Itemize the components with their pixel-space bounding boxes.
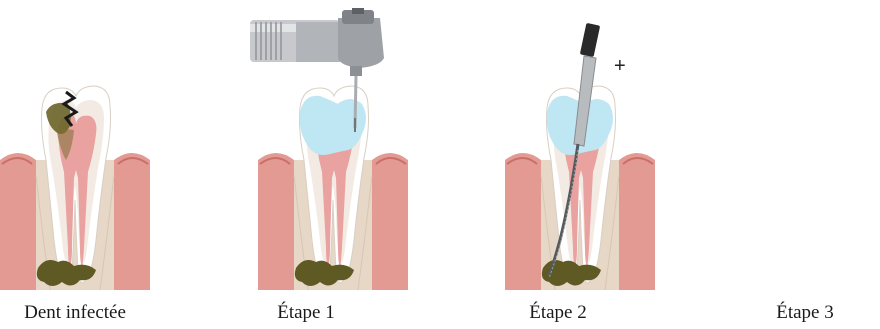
- plus-sign: +: [614, 56, 626, 76]
- panel-infected-tooth: Dent infectée: [0, 86, 150, 290]
- caption-step-2: Étape 2: [458, 302, 658, 324]
- caption-step-3: Étape 3: [705, 302, 880, 324]
- caption-infected-tooth: Dent infectée: [0, 302, 175, 324]
- panel-step-1: [258, 86, 408, 290]
- caption-step-1: Étape 1: [206, 302, 406, 324]
